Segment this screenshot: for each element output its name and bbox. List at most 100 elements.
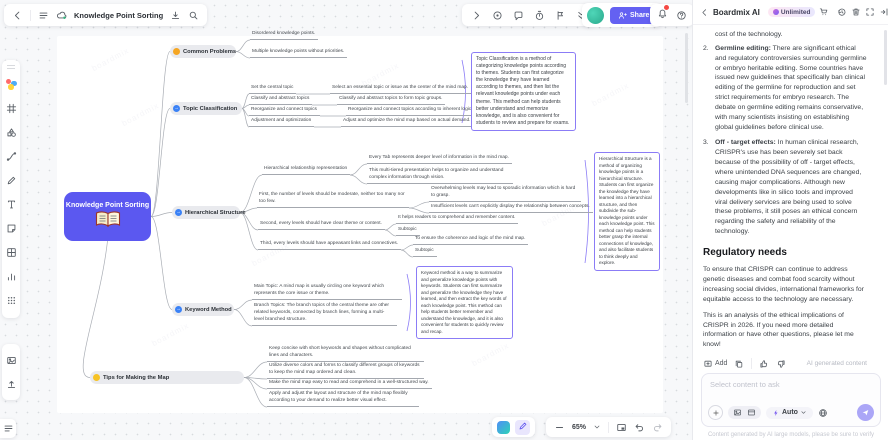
expand-panel-icon[interactable] [865, 7, 875, 17]
mindmap-label-b2r3[interactable]: Reorganize and connect topics [249, 106, 320, 117]
undo-icon[interactable] [634, 422, 645, 433]
mindmap-note-note1[interactable]: Topic Classification is a method of cate… [471, 52, 576, 131]
mindmap-branch-b5[interactable]: Tips for Making the Map [90, 371, 244, 384]
panel-back-icon[interactable] [700, 8, 709, 17]
mindmap-label-b2r1[interactable]: Set the central topic [249, 84, 297, 95]
mindmap-branch-b4[interactable]: →Keyword Method [172, 303, 234, 316]
model-selector[interactable]: Auto [766, 406, 813, 419]
mindmap-label-b3c3a[interactable]: It helps readers to comprehend and remem… [396, 214, 519, 225]
export-icon[interactable] [170, 10, 181, 21]
sticky-note-icon[interactable] [2, 216, 20, 240]
text-icon[interactable] [2, 192, 20, 216]
frame-icon[interactable] [2, 96, 20, 120]
more-apps-icon[interactable] [2, 288, 20, 312]
language-globe-icon[interactable] [818, 408, 828, 418]
ai-paragraph: This is an analysis of the ethical impli… [703, 311, 854, 349]
collapse-panel-icon[interactable] [879, 7, 888, 17]
person-plus-icon [618, 11, 627, 20]
mindmap-label-b1c1[interactable]: Disordered knowledge points. [250, 30, 319, 41]
mindmap-label-b4c1[interactable]: Main Topic: A mind map is usually circli… [252, 283, 402, 301]
attach-plus-icon[interactable] [708, 405, 723, 420]
zoom-caret-icon[interactable] [593, 423, 601, 431]
flag-icon[interactable] [555, 10, 566, 21]
unlimited-badge[interactable]: Unlimited [767, 7, 816, 17]
ask-input[interactable] [708, 379, 874, 390]
mindmap-label-b1c2[interactable]: Multiple knowledge points without priori… [250, 48, 348, 59]
minimap-icon[interactable] [616, 422, 627, 433]
draw-tool-icon[interactable] [515, 419, 530, 435]
shapes-icon[interactable] [2, 120, 20, 144]
mindmap-label-b2r3d[interactable]: Reorganize and connect topics according … [346, 106, 476, 117]
ai-input-card: Auto [701, 373, 881, 427]
cloud-sync-icon [56, 10, 67, 21]
menu-icon[interactable] [38, 10, 49, 21]
redo-icon[interactable] [652, 422, 663, 433]
thumbs-up-icon[interactable] [759, 359, 769, 369]
mindmap-label-b3c2b[interactable]: Insufficient levels can't explicitly dis… [429, 203, 593, 214]
zoom-level[interactable]: 65% [572, 423, 587, 431]
mindmap-label-b3c4[interactable]: Third, every levels should have appeasan… [258, 240, 402, 251]
panel-toggle-tab[interactable] [0, 419, 16, 438]
mindmap-branch-b1[interactable]: Common Problems [170, 45, 236, 58]
mindmap-note-note3[interactable]: Keyword method is a way to summarize and… [416, 266, 513, 340]
history-icon[interactable] [837, 7, 847, 17]
mindmap: Knowledge Point Sorting Common Problems Di… [64, 30, 660, 408]
connector-icon[interactable] [2, 144, 20, 168]
sticker-icon[interactable] [2, 72, 20, 96]
mindmap-label-b3c3[interactable]: Second, every levels should have clear t… [258, 220, 385, 231]
mindmap-branch-b3[interactable]: →Hierarchical Structure [172, 206, 246, 219]
upload-icon[interactable] [2, 372, 20, 396]
chart-icon[interactable] [2, 264, 20, 288]
zoom-out-icon[interactable] [554, 422, 565, 433]
mindmap-root-root[interactable]: Knowledge Point Sorting [64, 192, 151, 241]
record-icon[interactable] [492, 10, 503, 21]
mindmap-label-b5c2[interactable]: Utilize diverse colors and forms to clas… [267, 362, 424, 380]
avatar[interactable] [587, 6, 604, 24]
mindmap-label-b4c2[interactable]: Branch Topics: The branch topics of the … [252, 302, 397, 327]
add-to-board-button[interactable]: Add [703, 359, 727, 369]
send-button[interactable] [857, 404, 874, 421]
mindmap-label-b3c2a[interactable]: Overwhelming levels may lead to sporadic… [429, 185, 581, 203]
mindmap-label-b3c2[interactable]: First, the number of levels should be mo… [257, 191, 409, 209]
boardmix-logo-icon[interactable] [497, 420, 510, 434]
mindmap-label-b2r2[interactable]: Classify and abstract topics [249, 95, 313, 106]
card-mode-icon[interactable] [747, 408, 756, 417]
mindmap-label-b3c1[interactable]: Hierarchical relationship representation [262, 165, 351, 176]
mindmap-label-b3c4b[interactable]: Subtopic [413, 247, 437, 258]
mindmap-label-b3c1a[interactable]: Every Tab represents deeper level of inf… [367, 154, 512, 165]
pen-icon[interactable] [2, 168, 20, 192]
help-icon[interactable] [676, 10, 687, 21]
search-icon[interactable] [188, 10, 199, 21]
canvas-scrollbar[interactable] [685, 33, 688, 103]
panel-scrollbar[interactable] [884, 30, 887, 85]
table-icon[interactable] [2, 240, 20, 264]
mindmap-label-b5c1[interactable]: Keep concise with short keywords and sha… [267, 345, 424, 363]
mindmap-note-note2[interactable]: Hierarchical Structure is a method of or… [594, 152, 660, 271]
thumbs-down-icon[interactable] [776, 359, 786, 369]
mindmap-label-b5c4[interactable]: Apply and adjust the layout and structur… [267, 390, 419, 408]
comment-icon[interactable] [513, 10, 524, 21]
copy-icon[interactable] [734, 359, 744, 369]
drag-handle[interactable] [7, 65, 15, 69]
mindmap-label-b2r4[interactable]: Adjustment and optimization [249, 117, 315, 128]
mindmap-label-b2r2d[interactable]: Classify and abstract topics to form top… [337, 95, 446, 106]
mindmap-label-b3c4a[interactable]: To ensure the coherence and logic of the… [413, 235, 529, 246]
back-icon[interactable] [12, 10, 23, 21]
cart-icon[interactable] [819, 7, 829, 17]
mindmap-label-b3c3b[interactable]: Subtopic [396, 226, 420, 237]
timer-icon[interactable] [534, 10, 545, 21]
notifications-bell-icon[interactable] [657, 4, 670, 24]
mindmap-label-b3c1b[interactable]: This multi-tiered presentation helps to … [367, 167, 513, 185]
mindmap-label-b2r1d[interactable]: Select an essential topic or issue as th… [330, 84, 471, 95]
trash-icon[interactable] [851, 7, 861, 17]
mindmap-branch-b2[interactable]: →Topic Classification [170, 102, 242, 115]
expand-toolbar-icon[interactable] [471, 10, 482, 21]
share-button[interactable]: Share [610, 6, 658, 24]
share-card: Share [582, 3, 663, 27]
image-upload-icon[interactable] [2, 348, 20, 372]
mindmap-label-b5c3[interactable]: Make the mind map easy to read and compr… [267, 379, 432, 390]
infinite-canvas[interactable]: boardmix boardmix boardmix boardmix boar… [0, 0, 692, 440]
mindmap-label-b2r4d[interactable]: Adjust and optimize the mind map based o… [341, 117, 474, 128]
image-mode-icon[interactable] [733, 408, 742, 417]
document-title[interactable]: Knowledge Point Sorting [74, 10, 164, 20]
